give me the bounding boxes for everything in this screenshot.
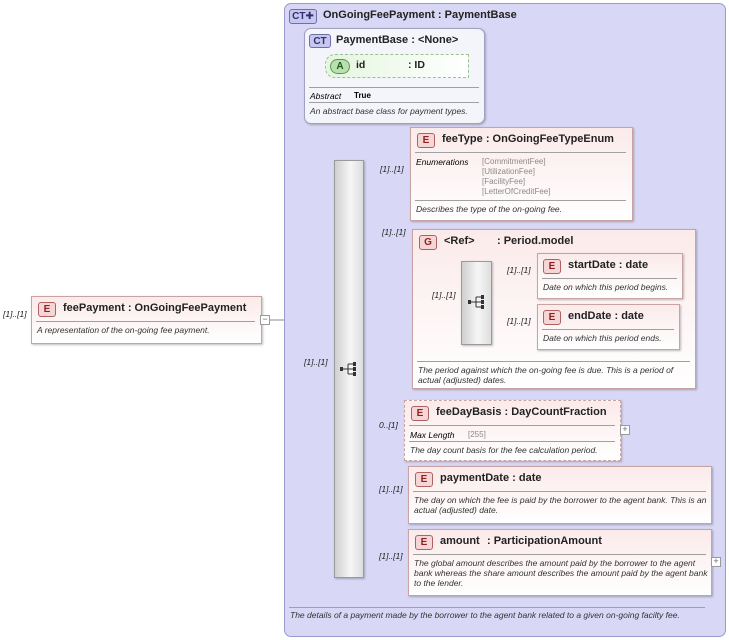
root-cardinality: [1]..[1] <box>3 309 27 319</box>
period-group-description: The period against which the on-going fe… <box>418 365 674 385</box>
expand-toggle[interactable]: + <box>620 425 630 435</box>
fee-day-basis-description: The day count basis for the fee calculat… <box>410 445 598 455</box>
fee-day-basis-name: feeDayBasis <box>436 406 502 418</box>
max-length-value: [255] <box>468 430 486 439</box>
complex-type-description: The details of a payment made by the bor… <box>290 610 680 620</box>
divider <box>309 87 479 88</box>
start-date-cardinality: [1]..[1] <box>507 265 531 275</box>
enum-value: [LetterOfCreditFee] <box>482 187 551 196</box>
fee-type-element[interactable]: E feeType : OnGoingFeeTypeEnum Enumerati… <box>410 127 633 221</box>
payment-base-type: : <None> <box>411 34 459 46</box>
fee-payment-name: feePayment <box>63 302 125 314</box>
payment-date-name: paymentDate <box>440 472 510 484</box>
ct-tag-text: CT <box>292 11 306 22</box>
amount-description: The global amount describes the amount p… <box>414 558 708 588</box>
abstract-value: True <box>354 91 371 100</box>
payment-base-complex-type[interactable]: CT PaymentBase : <None> A id : ID Abstra… <box>304 28 485 124</box>
element-tag-icon: E <box>415 535 433 550</box>
sequence-icon <box>340 362 356 376</box>
complex-type-base: : PaymentBase <box>437 9 517 21</box>
fee-type-description: Describes the type of the on-going fee. <box>416 204 563 214</box>
end-date-element[interactable]: E endDate : date Date on which this peri… <box>537 304 680 350</box>
enum-value: [CommitmentFee] <box>482 157 546 166</box>
enum-value: [UtilizationFee] <box>482 167 535 176</box>
element-tag-icon: E <box>417 133 435 148</box>
complex-type-plus-icon: CT✚ <box>289 9 317 24</box>
divider <box>413 554 706 555</box>
divider <box>413 491 706 492</box>
id-attribute[interactable]: A id : ID <box>325 54 469 78</box>
enum-value: [FacilityFee] <box>482 177 526 186</box>
max-length-label: Max Length <box>410 430 455 440</box>
fee-type-name: feeType <box>442 133 483 145</box>
fee-day-basis-type: : DayCountFraction <box>504 406 607 418</box>
collapse-toggle[interactable]: − <box>260 315 270 325</box>
enumerations-label: Enumerations <box>416 157 469 167</box>
payment-date-type: : date <box>512 472 542 484</box>
amount-name: amount <box>440 535 480 547</box>
fee-payment-description: A representation of the on-going fee pay… <box>37 325 210 335</box>
fee-type-type: : OnGoingFeeTypeEnum <box>485 133 614 145</box>
start-date-element[interactable]: E startDate : date Date on which this pe… <box>537 253 683 299</box>
group-tag-icon: G <box>419 235 437 250</box>
divider <box>36 321 255 322</box>
element-tag-icon: E <box>543 310 561 325</box>
amount-type: : ParticipationAmount <box>487 535 602 547</box>
attribute-name: id <box>356 59 366 71</box>
group-type: : Period.model <box>497 235 574 247</box>
fee-type-cardinality: [1]..[1] <box>380 164 404 174</box>
end-date-cardinality: [1]..[1] <box>507 316 531 326</box>
fee-day-basis-element[interactable]: E feeDayBasis : DayCountFraction Max Len… <box>404 400 621 461</box>
amount-cardinality: [1]..[1] <box>379 551 403 561</box>
abstract-label: Abstract <box>310 91 342 101</box>
divider <box>542 278 677 279</box>
inner-sequence-cardinality: [1]..[1] <box>432 290 456 300</box>
element-tag-icon: E <box>543 259 561 274</box>
amount-element[interactable]: E amount : ParticipationAmount The globa… <box>408 529 712 596</box>
payment-base-name: PaymentBase <box>336 34 409 46</box>
divider <box>309 102 479 103</box>
divider <box>409 425 615 426</box>
attribute-type: : ID <box>408 59 425 71</box>
period-group-cardinality: [1]..[1] <box>382 227 406 237</box>
element-tag-icon: E <box>415 472 433 487</box>
expand-toggle[interactable]: + <box>711 557 721 567</box>
start-date-name: startDate <box>568 259 616 271</box>
fee-payment-element[interactable]: E feePayment : OnGoingFeePayment A repre… <box>31 296 262 344</box>
complex-type-name: OnGoingFeePayment <box>323 9 435 21</box>
fee-payment-type: : OnGoingFeePayment <box>127 302 247 314</box>
divider <box>409 441 615 442</box>
payment-date-cardinality: [1]..[1] <box>379 484 403 494</box>
sequence-cardinality: [1]..[1] <box>304 357 328 367</box>
payment-date-description: The day on which the fee is paid by the … <box>414 495 707 515</box>
divider <box>417 361 690 362</box>
end-date-description: Date on which this period ends. <box>543 333 662 343</box>
fee-day-basis-cardinality: 0..[1] <box>379 420 398 430</box>
divider <box>415 200 626 201</box>
element-tag-icon: E <box>411 406 429 421</box>
complex-type-icon: CT <box>309 34 331 48</box>
start-date-description: Date on which this period begins. <box>543 282 669 292</box>
start-date-type: : date <box>618 259 649 271</box>
end-date-name: endDate <box>568 310 612 322</box>
divider <box>289 607 705 608</box>
divider <box>415 152 626 153</box>
sequence-icon <box>468 295 484 309</box>
group-ref: <Ref> <box>444 235 475 247</box>
divider <box>542 329 674 330</box>
sequence-compositor[interactable] <box>334 160 364 578</box>
inner-sequence-compositor[interactable] <box>461 261 492 345</box>
payment-date-element[interactable]: E paymentDate : date The day on which th… <box>408 466 712 524</box>
end-date-type: : date <box>614 310 644 322</box>
element-tag-icon: E <box>38 302 56 317</box>
payment-base-description: An abstract base class for payment types… <box>310 106 468 116</box>
ct-plus-glyph: ✚ <box>305 11 314 22</box>
attribute-tag-icon: A <box>330 59 350 74</box>
